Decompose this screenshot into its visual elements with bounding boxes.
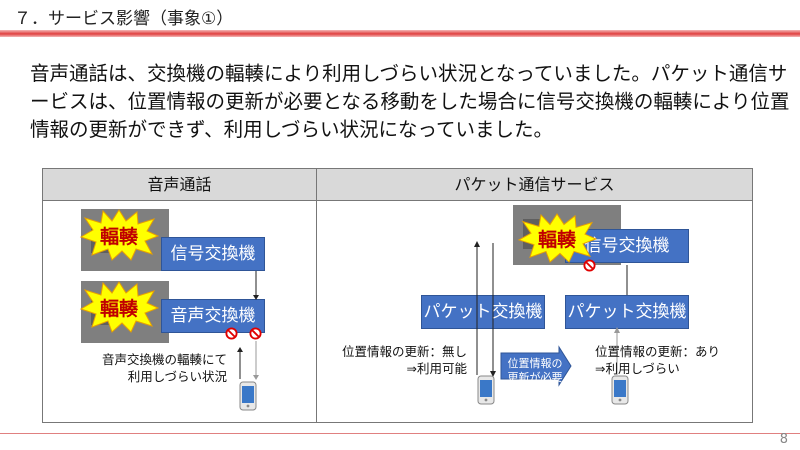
header-packet: パケット通信サービス	[454, 175, 615, 194]
page-number: 8	[779, 432, 788, 447]
packet-right-note: 位置情報の更新：あり ⇒利用しづらい	[595, 343, 745, 377]
voice-congestion-burst-1: 輻輳	[79, 209, 159, 261]
packet-left-note: 位置情報の更新：無し ⇒利用可能	[319, 343, 467, 377]
voice-blocked-icon-2	[249, 327, 262, 340]
voice-note-line-1: 音声交換機の輻輳にて	[101, 352, 227, 367]
packet-left-note-line-2: ⇒利用可能	[406, 361, 467, 376]
move-arrow-line-2: 更新が必要	[507, 370, 563, 384]
voice-switch-box: 音声交換機	[161, 299, 265, 333]
packet-connection-lines	[474, 241, 628, 387]
voice-congestion-burst-2: 輻輳	[79, 281, 159, 333]
voice-signal-switch-box: 信号交換機	[161, 237, 265, 271]
lead-paragraph: 音声通話は、交換機の輻輳により利用しづらい状況となっていました。パケット通信サー…	[30, 62, 790, 141]
slide-title: ７．サービス影響（事象①）	[14, 9, 234, 29]
voice-smartphone-icon	[239, 381, 257, 411]
packet-congestion-burst: 輻輳	[517, 213, 597, 263]
voice-congestion-label-2: 輻輳	[99, 297, 138, 320]
packet-switch-right-box: パケット交換機	[565, 295, 689, 329]
footer-rule	[0, 433, 800, 434]
packet-right-note-line-2: ⇒利用しづらい	[595, 361, 680, 376]
packet-smartphone-left-icon	[477, 375, 495, 405]
column-divider	[316, 169, 317, 422]
packet-switch-left-box: パケット交換機	[421, 295, 545, 329]
packet-left-note-line-1: 位置情報の更新：無し	[341, 344, 467, 359]
packet-blocked-icon	[583, 259, 596, 272]
packet-congestion-label: 輻輳	[537, 228, 576, 251]
packet-right-note-line-1: 位置情報の更新：あり	[595, 344, 721, 359]
packet-move-arrow-text: 位置情報の 更新が必要 な移動	[503, 357, 567, 398]
voice-note-line-2: 利用しづらい状況	[127, 369, 227, 384]
title-rule	[0, 30, 800, 37]
voice-note: 音声交換機の輻輳にて 利用しづらい状況	[77, 351, 227, 385]
packet-smartphone-right-icon	[611, 375, 629, 405]
voice-blocked-icon-1	[225, 327, 238, 340]
header-voice: 音声通話	[147, 175, 212, 194]
voice-connection-lines	[237, 271, 259, 380]
voice-congestion-label-1: 輻輳	[99, 225, 138, 248]
move-arrow-line-1: 位置情報の	[507, 357, 563, 370]
table-header: 音声通話 パケット通信サービス	[43, 169, 752, 201]
impact-table: 音声通話 パケット通信サービス 信号交換機 輻輳 音声交換機 輻輳 音声交換機の…	[42, 168, 753, 423]
move-arrow-line-3: な移動	[518, 384, 552, 397]
